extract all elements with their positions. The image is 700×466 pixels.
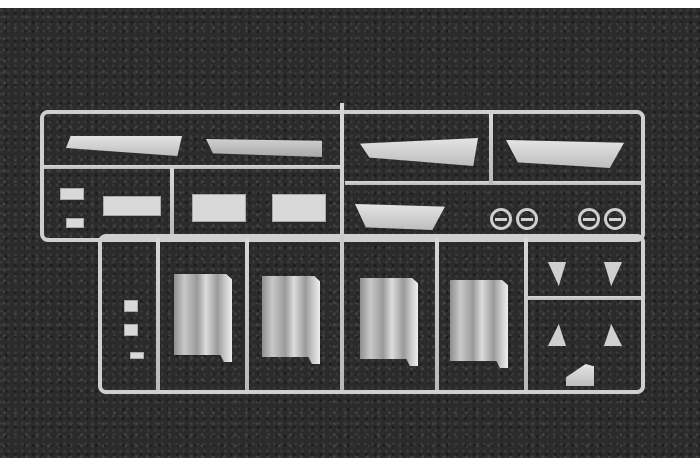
runner (435, 238, 439, 390)
wing-panel (355, 204, 445, 230)
intake-duct (174, 274, 232, 362)
runner (524, 238, 528, 390)
runner (345, 181, 641, 185)
sprue-photo (0, 8, 700, 458)
round-frame-part (516, 208, 538, 230)
runner (170, 168, 174, 234)
intake-duct (450, 280, 508, 368)
small-part (192, 194, 246, 222)
round-frame-part (578, 208, 600, 230)
intake-duct (262, 276, 320, 364)
runner (489, 114, 493, 184)
sprue-frame-bottom (98, 234, 645, 394)
small-part (124, 324, 138, 336)
runner (525, 296, 641, 300)
small-part (124, 300, 138, 312)
runner (44, 165, 341, 169)
flap-part (206, 139, 322, 157)
small-part (66, 218, 84, 228)
round-frame-part (604, 208, 626, 230)
small-part (272, 194, 326, 222)
intake-duct (360, 278, 418, 366)
small-part (103, 196, 161, 216)
small-part (130, 352, 144, 359)
round-frame-part (490, 208, 512, 230)
small-part (60, 188, 84, 200)
runner (156, 238, 160, 390)
runner (245, 238, 249, 390)
runner (340, 103, 344, 390)
